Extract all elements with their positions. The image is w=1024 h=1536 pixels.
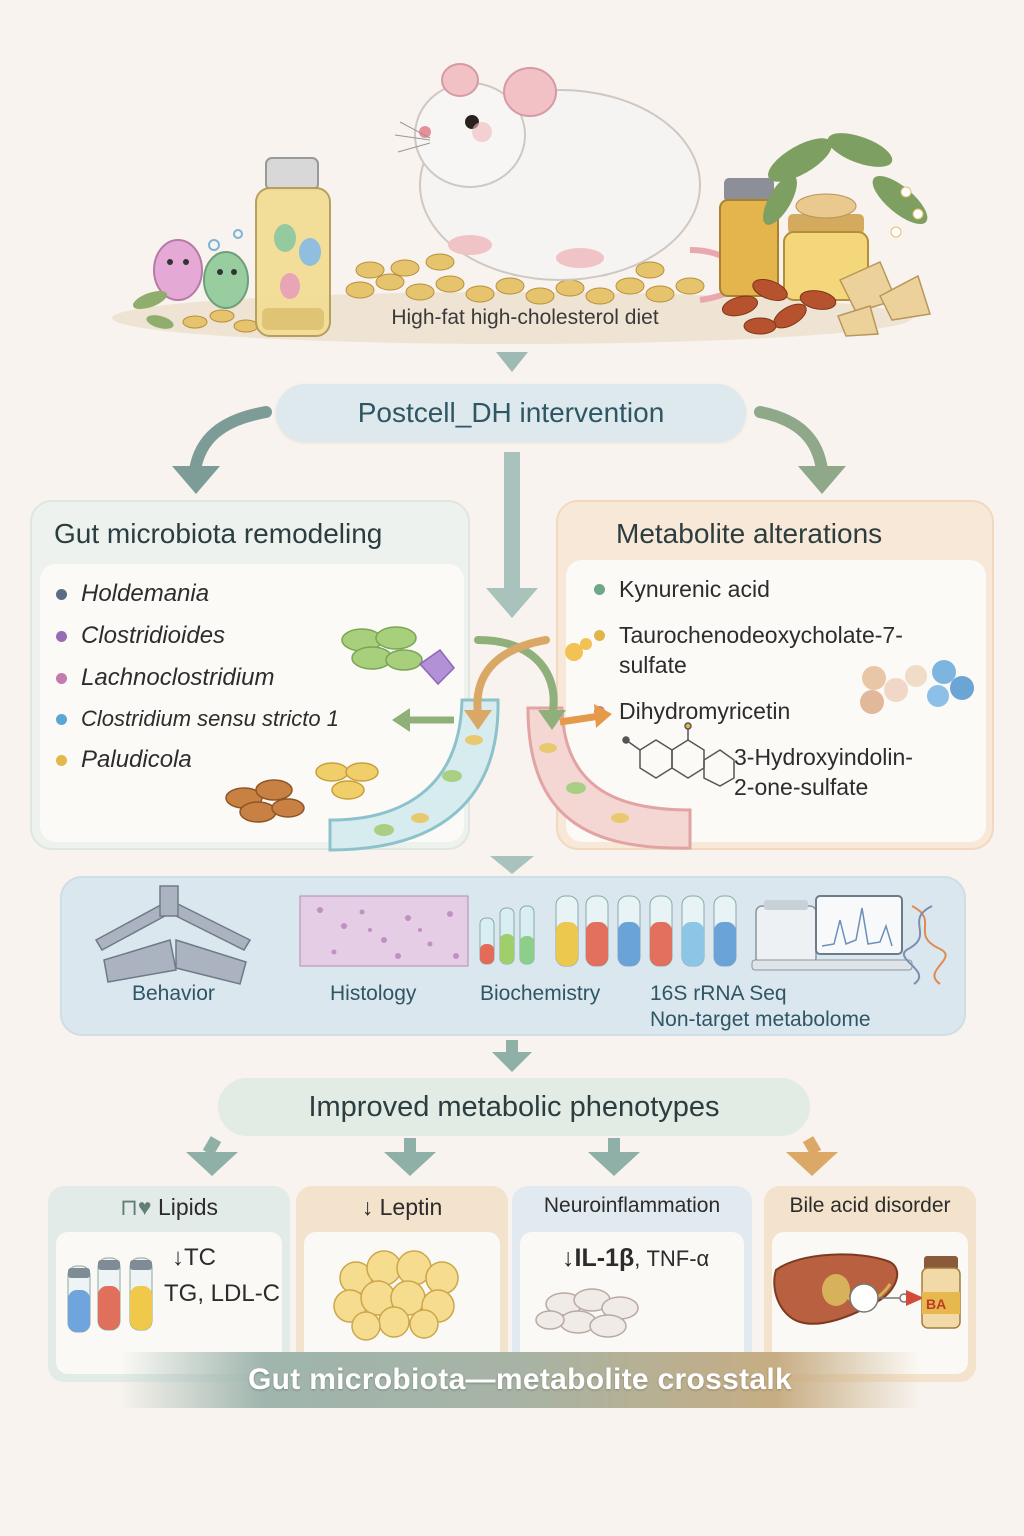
intestine-right-icon bbox=[526, 706, 692, 850]
taxa-item: Lachnoclostridium bbox=[56, 664, 274, 692]
lipids-body bbox=[56, 1232, 282, 1374]
bacteria-cartoon-icon bbox=[153, 229, 249, 309]
orange-arrow-right-icon bbox=[559, 712, 601, 726]
metabolite-item: Dihydromyricetin bbox=[594, 696, 790, 726]
curved-arrow-right-icon bbox=[754, 406, 828, 476]
method-biochemistry-label: Biochemistry bbox=[480, 982, 601, 1005]
method-histology-label: Histology bbox=[330, 982, 417, 1005]
brown-bacteria-icon bbox=[225, 779, 305, 823]
crosstalk-arrow-icon bbox=[473, 636, 550, 718]
metabolite-title: Metabolite alterations bbox=[616, 518, 883, 549]
taxa-item: Clostridioides bbox=[56, 622, 225, 650]
crosstalk-arrow-icon bbox=[474, 636, 558, 720]
taxa-item: Clostridium sensu stricto 1 bbox=[56, 706, 339, 732]
taxa-item: Paludicola bbox=[56, 746, 192, 774]
diet-label: High-fat high-cholesterol diet bbox=[391, 306, 659, 329]
leaf-icon bbox=[132, 290, 174, 329]
leptin-title: ↓ Leptin bbox=[361, 1194, 443, 1220]
bullet-dot bbox=[56, 713, 67, 725]
bullet-dot bbox=[56, 630, 67, 642]
blood-tubes-icon bbox=[67, 1257, 153, 1333]
metabolite-cluster-icon bbox=[860, 660, 974, 714]
neuro-il: ↓IL-1β, TNF-α bbox=[562, 1244, 710, 1272]
phenotypes-pill: Improved metabolic phenotypes bbox=[218, 1078, 810, 1136]
method-metabolome-label: Non-target metabolome bbox=[650, 1008, 871, 1031]
maze-icon bbox=[94, 885, 252, 985]
sequencer-icon bbox=[751, 900, 913, 971]
molecule-structure-icon bbox=[622, 722, 735, 787]
immune-cells-icon bbox=[535, 1288, 639, 1338]
test-tube-icon bbox=[479, 905, 535, 965]
arrow-down-icon bbox=[492, 1052, 532, 1072]
crosstalk-banner: Gut microbiota—metabolite crosstalk bbox=[120, 1352, 920, 1408]
yellow-bacteria-icon bbox=[315, 762, 379, 800]
arrow-down-icon bbox=[588, 1152, 640, 1176]
method-behavior-label: Behavior bbox=[132, 982, 215, 1005]
purple-microbe-icon bbox=[418, 648, 455, 686]
flower-icon bbox=[890, 186, 924, 238]
curved-arrow-left-icon bbox=[189, 406, 272, 476]
adipose-tissue-icon bbox=[333, 1250, 459, 1341]
metabolite-item: Kynurenic acid bbox=[594, 574, 770, 604]
taxa-item: Holdemania bbox=[56, 580, 209, 608]
bullet-dot bbox=[56, 754, 67, 766]
bile-ba-label: BA bbox=[926, 1296, 947, 1312]
mouse-icon bbox=[394, 63, 745, 303]
red-arrow-icon bbox=[906, 1290, 924, 1306]
green-bacteria-icon bbox=[341, 626, 423, 671]
bullet-dot bbox=[56, 672, 67, 684]
lipids-title: ⊓♥ Lipids bbox=[119, 1194, 219, 1220]
arrow-down-icon bbox=[486, 588, 538, 618]
metabolite-item: 3-Hydroxyindolin-2-one-sulfate bbox=[734, 744, 913, 800]
microbiota-title: Gut microbiota remodeling bbox=[54, 518, 383, 549]
dna-helix-icon bbox=[902, 905, 947, 985]
liver-icon bbox=[773, 1253, 899, 1325]
arrow-down-icon bbox=[384, 1152, 436, 1176]
metabolite-panel: Metabolite alterations Kynurenic acid Ta… bbox=[556, 500, 994, 850]
lipids-icon: ⊓♥ bbox=[119, 1194, 158, 1220]
arrow-down-icon bbox=[496, 352, 528, 372]
arrow-down-icon bbox=[786, 1152, 838, 1176]
metabolite-item: Taurochenodeoxycholate-7-sulfate bbox=[594, 620, 903, 680]
bile-title: Bile acid disorder bbox=[789, 1194, 951, 1217]
probiotic-bottle-icon bbox=[255, 157, 331, 337]
red-dates-icon bbox=[721, 279, 837, 335]
histology-slide-icon bbox=[299, 895, 469, 967]
arrow-down-icon bbox=[490, 856, 534, 874]
method-seq-label: 16S rRNA Seq bbox=[650, 982, 787, 1005]
metabolite-inner bbox=[566, 560, 986, 842]
bile-acid-jar-icon bbox=[921, 1256, 961, 1329]
intervention-pill: Postcell_DH intervention bbox=[276, 384, 746, 442]
bullet-dot bbox=[594, 630, 605, 641]
sample-tubes-icon bbox=[555, 895, 737, 967]
top-illustration bbox=[112, 63, 931, 344]
arrow-down-icon bbox=[186, 1152, 238, 1176]
lipids-tc: ↓TC bbox=[172, 1244, 216, 1271]
yellow-sulfate-icon bbox=[565, 638, 592, 661]
monitor-chart-icon bbox=[815, 895, 903, 955]
lipids-tg-ldl: TG, LDL-C bbox=[164, 1280, 281, 1307]
root-slices-icon bbox=[837, 261, 931, 337]
bullet-dot bbox=[56, 588, 67, 600]
neuro-title: Neuroinflammation bbox=[543, 1194, 721, 1217]
bullet-dot bbox=[594, 584, 605, 595]
